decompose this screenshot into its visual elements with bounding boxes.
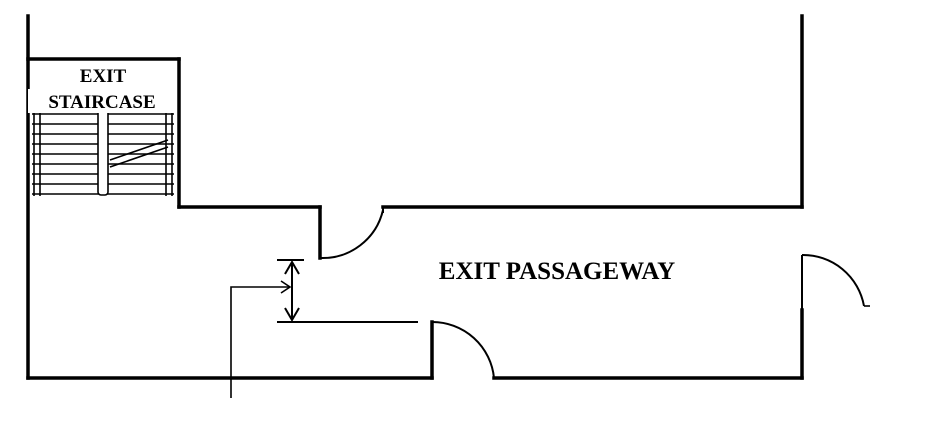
exit-staircase: EXIT STAIRCASE	[26, 57, 181, 209]
dimension-arrow-up	[284, 260, 300, 275]
doors	[319, 207, 870, 379]
dimension-arrow-down	[284, 307, 300, 322]
leader-arrow	[280, 280, 292, 294]
passageway-walls	[177, 205, 804, 380]
staircase-label-line1: EXIT	[80, 66, 127, 87]
stair-break-line	[109, 139, 169, 161]
stair-centre-rail	[97, 109, 109, 196]
staircase-label-line2: STAIRCASE	[48, 92, 155, 113]
top-door	[319, 207, 384, 260]
leader-line	[230, 280, 292, 398]
bottom-door	[431, 320, 495, 379]
passageway-label: EXIT PASSAGEWAY	[439, 258, 675, 285]
passage-width-dimension	[277, 259, 304, 323]
right-door	[801, 253, 870, 310]
outer-walls	[26, 14, 804, 380]
